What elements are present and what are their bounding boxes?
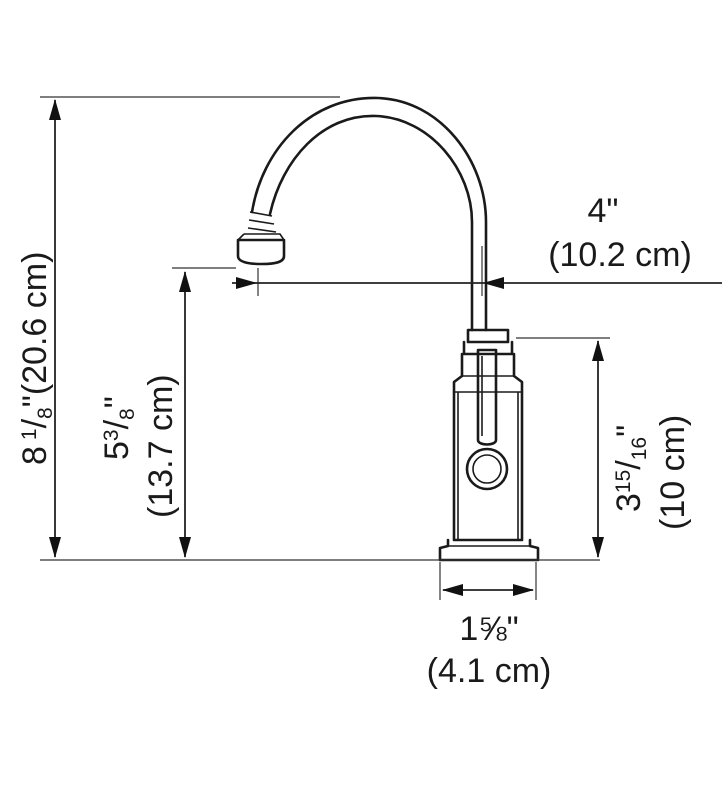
base-width-metric: (4.1 cm) (427, 652, 552, 690)
reach-imperial: 4" (588, 192, 619, 230)
body-height-imperial: 315/16" (610, 425, 651, 512)
arrow-down (592, 537, 604, 558)
arrow-up (592, 340, 604, 361)
arrow-down (179, 537, 191, 558)
spout-height-imperial: 53/8" (98, 396, 139, 460)
body-height-dimension: 315/16" (10 cm) (516, 337, 692, 558)
reach-metric: (10.2 cm) (548, 236, 692, 274)
arrow-up (49, 99, 61, 120)
body-height-metric: (10 cm) (654, 415, 692, 530)
total-height-dimension: 81/8"(20.6 cm) (16, 96, 600, 561)
faucet-illustration (236, 96, 540, 562)
arrow-right (236, 277, 257, 289)
arrow-down (49, 537, 61, 558)
reach-dimension: 4" (10.2 cm) (232, 192, 722, 296)
spout-height-dimension: 53/8" (13.7 cm) (98, 267, 236, 558)
arrow-right (513, 584, 534, 596)
total-height-label: 81/8"(20.6 cm) (16, 252, 57, 465)
arrow-left (483, 277, 504, 289)
arrow-left (442, 584, 463, 596)
arrow-up (179, 271, 191, 292)
base-width-dimension: 1⅝" (4.1 cm) (427, 562, 552, 690)
spout-height-metric: (13.7 cm) (142, 374, 180, 518)
base-width-imperial: 1⅝" (459, 610, 518, 648)
